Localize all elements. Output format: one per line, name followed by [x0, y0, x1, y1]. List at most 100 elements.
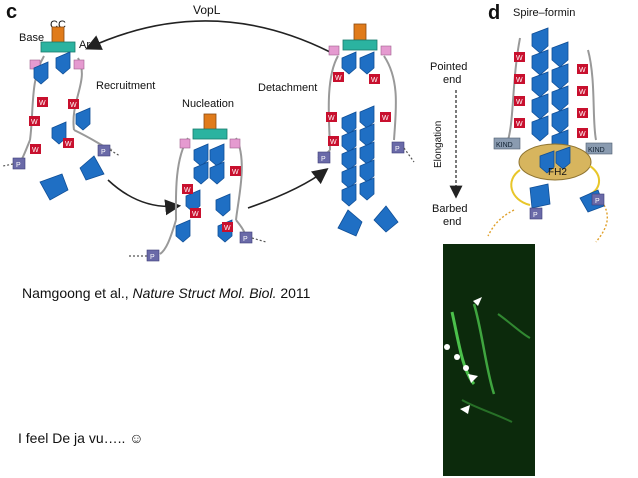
actin-subunit [193, 161, 209, 185]
cc-domain [203, 113, 217, 131]
svg-text:W: W [371, 77, 378, 84]
actin-subunit [359, 105, 375, 129]
actin-subunit [359, 123, 375, 147]
actin-subunit [359, 141, 375, 165]
svg-text:P: P [595, 198, 600, 205]
actin-filament [497, 313, 531, 339]
svg-text:P: P [101, 149, 106, 156]
complex-detachment: W W W W W P P [317, 23, 415, 237]
actin-subunit [75, 107, 91, 131]
w-domain: W [328, 136, 339, 146]
actin-subunit [373, 205, 399, 233]
actin-subunit [555, 146, 571, 170]
fh2-label: FH2 [548, 167, 567, 178]
actin-subunit [341, 51, 357, 75]
svg-text:W: W [32, 147, 39, 154]
actin-subunit [341, 147, 357, 171]
w-domain: W [29, 116, 40, 126]
svg-text:W: W [335, 75, 342, 82]
actin-subunit [531, 93, 549, 120]
w-domain: W [577, 64, 588, 74]
vopl-label: VopL [193, 3, 221, 17]
actin-subunit [79, 155, 105, 181]
pointed-end-label: Pointed [430, 61, 467, 73]
svg-text:W: W [579, 131, 586, 138]
actin-subunit [359, 177, 375, 201]
detachment-arrow [247, 168, 329, 209]
actin-subunit [55, 51, 71, 75]
citation-authors: Namgoong et al., [22, 285, 133, 301]
svg-text:W: W [579, 111, 586, 118]
w-domain: W [514, 118, 525, 128]
svg-text:P: P [16, 162, 21, 169]
complex-nucleation: W W W W P P [129, 113, 267, 262]
arm-left [328, 45, 340, 56]
w-domain: W [577, 108, 588, 118]
svg-text:W: W [70, 102, 77, 109]
actin-subunit [215, 193, 231, 217]
w-domain: W [514, 52, 525, 62]
barbed-end-label-2: end [443, 216, 461, 228]
deja-vu-note: I feel De ja vu….. ☺ [18, 430, 144, 446]
arm-right [73, 59, 85, 70]
svg-text:W: W [224, 225, 231, 232]
actin-subunit [551, 63, 569, 90]
base-domain [192, 128, 228, 140]
fluorescence-micrograph [443, 244, 535, 476]
p-domain: P [529, 207, 543, 220]
w-domain: W [380, 112, 391, 122]
detachment-label: Detachment [258, 82, 317, 94]
svg-text:W: W [184, 187, 191, 194]
arrowhead-marker [460, 405, 470, 414]
bead-marker [463, 365, 469, 371]
actin-subunit [337, 209, 363, 237]
actin-subunit [359, 51, 375, 75]
actin-subunit [209, 161, 225, 185]
w-domain: W [222, 222, 233, 232]
pointed-end-label-2: end [443, 74, 461, 86]
p-domain: P [97, 144, 111, 157]
w-domain: W [37, 97, 48, 107]
panel-c: c VopL CC Base Arm Recruitment Nucleatio… [2, 1, 415, 262]
p-domain: P [239, 231, 253, 244]
svg-text:W: W [516, 121, 523, 128]
actin-subunit [531, 49, 549, 76]
actin-filament [472, 303, 496, 395]
svg-text:P: P [321, 156, 326, 163]
p-domain: P [591, 193, 605, 206]
actin-subunit [209, 143, 225, 167]
panel-d-letter: d [488, 2, 500, 24]
w-domain: W [577, 128, 588, 138]
actin-subunit [531, 27, 549, 54]
actin-subunit [531, 115, 549, 142]
svg-text:P: P [533, 212, 538, 219]
w-domain: W [190, 208, 201, 218]
actin-subunit [51, 121, 67, 145]
svg-text:P: P [150, 254, 155, 261]
fh2-ring [518, 143, 592, 181]
w-domain: W [326, 112, 337, 122]
w-domain: W [369, 74, 380, 84]
arm-right [229, 138, 241, 149]
svg-text:W: W [39, 100, 46, 107]
p-domain: P [317, 151, 331, 164]
w-domain: W [514, 74, 525, 84]
svg-text:W: W [579, 89, 586, 96]
base-domain [342, 39, 378, 51]
w-domain: W [514, 96, 525, 106]
arm-left [179, 138, 191, 149]
actin-subunit [551, 41, 569, 68]
actin-subunit [341, 183, 357, 207]
cc-domain [353, 23, 367, 41]
actin-subunit [531, 71, 549, 98]
bead-marker [444, 344, 450, 350]
elongation-label: Elongation [433, 121, 444, 168]
actin-subunit [551, 107, 569, 134]
svg-text:W: W [382, 115, 389, 122]
actin-subunit [193, 143, 209, 167]
actin-subunit [341, 129, 357, 153]
arrowhead-marker [468, 374, 478, 383]
actin-subunit [39, 173, 69, 201]
citation-journal: Nature Struct Mol. Biol. [132, 285, 277, 301]
